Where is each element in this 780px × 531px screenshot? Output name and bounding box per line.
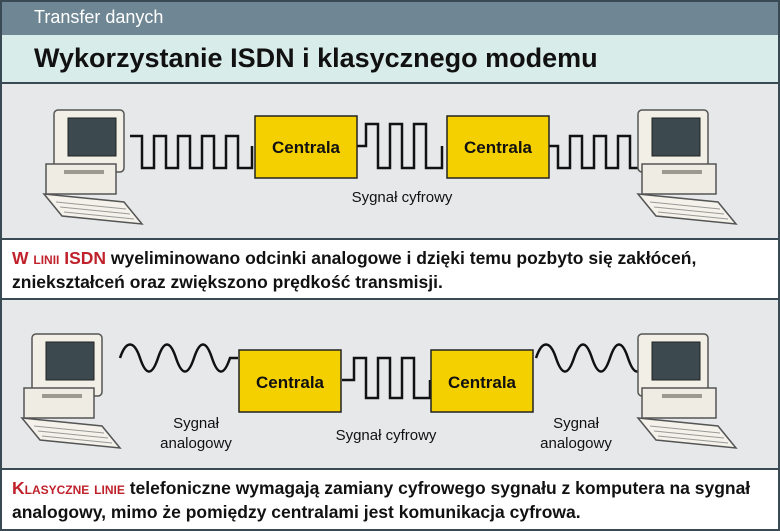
- central-label-right: Centrala: [464, 138, 533, 157]
- central-label-left-classic: Centrala: [256, 373, 325, 392]
- analog-label-left-1: Sygnał: [173, 415, 220, 432]
- digital-label-middle: Sygnał cyfrowy: [336, 427, 437, 444]
- section-label: Transfer danych: [34, 7, 164, 27]
- computer-right-classic-icon: [636, 333, 738, 449]
- digital-signal-middle: [352, 122, 444, 170]
- central-label-right-classic: Centrala: [448, 373, 517, 392]
- classic-caption-text: telefoniczne wymagają zamiany cyfrowego …: [12, 478, 751, 522]
- digital-signal-left: [130, 134, 254, 170]
- isdn-caption-text: wyeliminowano odcinki analogowe i dzięki…: [12, 248, 697, 292]
- isdn-diagram: Centrala Centrala Sygnał cyfrowy: [2, 84, 778, 238]
- section-bar: Transfer danych: [2, 2, 778, 35]
- classic-caption-lead: Klasyczne linie: [12, 478, 125, 498]
- analog-label-right-2: analogowy: [540, 435, 612, 452]
- title-bar: Wykorzystanie ISDN i klasycznego modemu: [2, 35, 778, 84]
- page-title: Wykorzystanie ISDN i klasycznego modemu: [34, 43, 598, 73]
- classic-diagram: Centrala Centrala Sygnał analogowy Sygna…: [2, 300, 778, 468]
- analog-signal-right: [534, 343, 648, 373]
- analog-label-right-1: Sygnał: [553, 415, 600, 432]
- isdn-caption: W linii ISDN wyeliminowano odcinki analo…: [2, 238, 778, 300]
- digital-signal-label: Sygnał cyfrowy: [352, 189, 453, 206]
- computer-left-icon: [42, 109, 144, 225]
- analog-label-left-2: analogowy: [160, 435, 232, 452]
- central-box-right-classic: Centrala: [430, 349, 534, 413]
- digital-signal-right: [548, 134, 656, 170]
- analog-signal-left: [118, 343, 238, 373]
- central-box-left-classic: Centrala: [238, 349, 342, 413]
- central-box-left: Centrala: [254, 115, 358, 179]
- classic-caption: Klasyczne linie telefoniczne wymagają za…: [2, 468, 778, 529]
- isdn-caption-lead: W linii ISDN: [12, 248, 107, 268]
- computer-right-icon: [636, 109, 738, 225]
- computer-left-classic-icon: [20, 333, 122, 449]
- central-label-left: Centrala: [272, 138, 341, 157]
- digital-signal-middle-classic: [342, 356, 432, 400]
- central-box-right: Centrala: [446, 115, 550, 179]
